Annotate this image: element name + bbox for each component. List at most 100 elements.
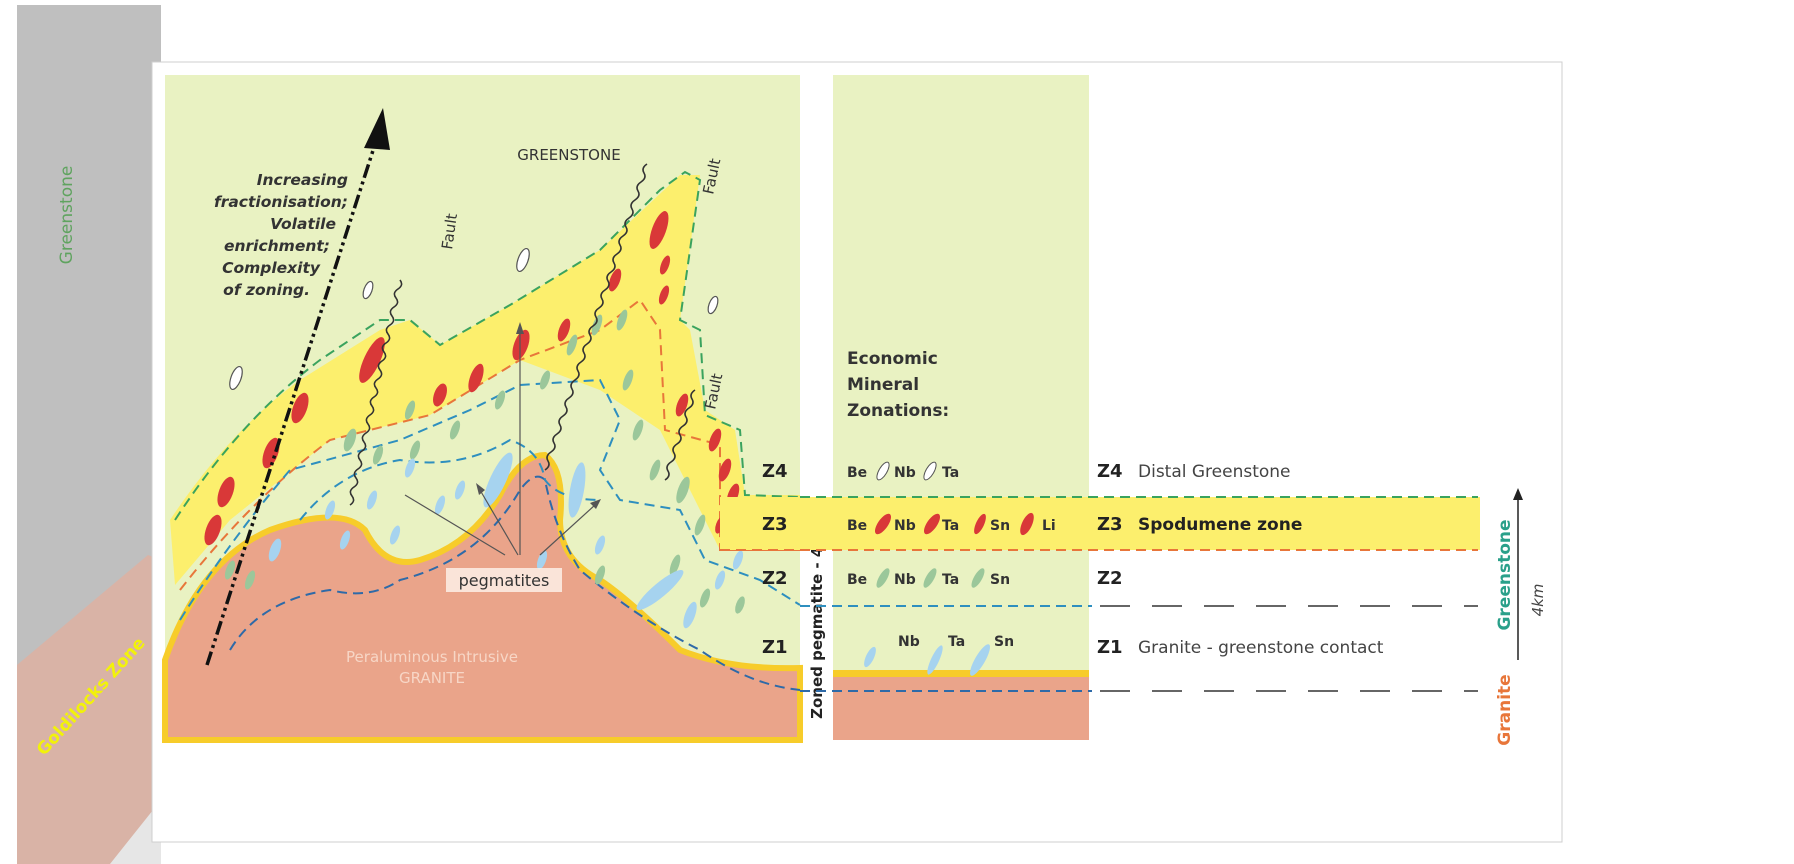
red-pegmatite	[708, 428, 722, 452]
red-pegmatite	[291, 392, 309, 424]
blue-pegmatite	[324, 500, 336, 520]
blue-pegmatite	[389, 525, 401, 545]
pointer-line	[479, 489, 519, 556]
fault-label-1: Fault	[438, 212, 461, 250]
fractionation-text-line: enrichment;	[224, 237, 330, 255]
mineral-label: Sn	[994, 634, 1014, 650]
granite-label-line1: Peraluminous Intrusive	[346, 648, 518, 666]
white-pegmatite	[229, 365, 243, 391]
pegmatites-label-bg	[446, 568, 562, 592]
blue-pegmatite	[483, 452, 513, 508]
mineral-label: Be	[847, 572, 867, 588]
red-pegmatite	[262, 437, 280, 469]
cross-section-panel: Fault Fault Fault Increasing fractionisa…	[162, 75, 803, 743]
green-pegmatite	[244, 570, 256, 590]
zonation-granite-bg	[833, 677, 1089, 740]
zonation-granite-edge	[833, 670, 1089, 677]
side-column-greenstone-label: Greenstone	[57, 166, 77, 265]
zone-code-right-z2: Z2	[1097, 568, 1123, 589]
red-pegmatite	[718, 458, 732, 482]
zone-code-left-z2: Z2	[762, 568, 788, 589]
green-pegmatite	[649, 459, 661, 481]
blue-pegmatite	[339, 530, 351, 550]
blue-pegmatite	[536, 550, 548, 570]
green-pegmatite	[494, 390, 506, 410]
side-column: Greenstone Goldilocks Zone	[17, 5, 161, 864]
red-pegmatite	[658, 285, 670, 305]
mineral-glyph	[923, 461, 937, 481]
mineral-glyph	[927, 645, 943, 675]
blue-pegmatite	[366, 490, 378, 510]
greenstone-region-label: GREENSTONE	[517, 146, 620, 164]
axis-greenstone-label: Greenstone	[1495, 519, 1515, 630]
blue-pegmatite	[594, 535, 606, 555]
fault-line-2	[544, 163, 648, 471]
faults	[349, 163, 696, 506]
boundary-blue-dash-lower	[229, 475, 801, 691]
pointer-head	[476, 483, 485, 495]
green-pegmatite	[409, 440, 421, 460]
zonation-heading-line: Mineral	[847, 375, 919, 395]
blue-pegmatite	[714, 570, 726, 590]
green-pegmatite	[449, 420, 461, 440]
pointer-line	[539, 504, 596, 556]
blue-pegmatite	[454, 480, 466, 500]
yellow-zone-band	[170, 175, 800, 585]
mineral-glyph	[971, 568, 985, 588]
green-pegmatite	[343, 428, 357, 452]
pointer-line	[404, 494, 506, 556]
mineral-label: Ta	[942, 465, 959, 481]
pointer-head	[590, 499, 601, 509]
green-pegmatite	[566, 334, 578, 356]
right-axis: 4km Greenstone Granite	[1495, 488, 1547, 746]
boundary-blue-dash-upper	[179, 378, 801, 621]
red-pegmatite	[512, 329, 530, 361]
red-pegmatite	[675, 393, 689, 417]
green-pegmatite	[735, 596, 745, 614]
zone-code-right-z4: Z4	[1097, 461, 1123, 482]
zonation-heading-line: Zonations:	[847, 401, 949, 421]
blue-pegmatite	[568, 462, 586, 518]
granite-body	[162, 451, 803, 743]
boundary-green-dash	[174, 170, 801, 521]
red-pegmatite	[359, 337, 385, 383]
z4-minerals: Be Nb Ta	[847, 461, 959, 481]
white-pegmatite	[707, 295, 719, 315]
zone-description-z4: Distal Greenstone	[1138, 462, 1291, 482]
red-pegmatite	[608, 268, 622, 292]
zone-description-z1: Granite - greenstone contact	[1138, 638, 1384, 658]
mineral-glyph	[974, 513, 986, 535]
green-pegmatites	[224, 309, 745, 614]
red-pegmatite	[217, 476, 235, 508]
mineral-glyph	[923, 568, 937, 588]
blue-pegmatite	[404, 458, 416, 478]
mineral-glyph	[864, 646, 876, 668]
blue-pegmatite	[434, 495, 446, 515]
mineral-label: Li	[1042, 518, 1056, 534]
red-pegmatites	[204, 211, 740, 546]
mineral-glyph	[1020, 512, 1034, 536]
green-pegmatite	[632, 419, 644, 441]
z2-minerals: Be Nb Ta Sn	[847, 568, 1010, 588]
blue-pegmatite	[636, 569, 684, 611]
red-pegmatite	[468, 363, 484, 393]
boundary-orange-dash	[179, 298, 800, 591]
boundary-blue-dash-inner	[299, 438, 601, 521]
blue-pegmatite	[268, 538, 282, 562]
red-pegmatite	[433, 383, 447, 407]
mineral-glyph	[874, 513, 892, 535]
scale-label: 4km	[1529, 584, 1547, 617]
green-pegmatite	[669, 554, 681, 576]
pegmatite-pointers	[404, 330, 596, 556]
green-pegmatite	[594, 565, 606, 585]
blue-pegmatite	[732, 550, 744, 570]
fractionation-text-line: of zoning.	[223, 281, 310, 299]
spodumene-band-col-fill	[833, 497, 1089, 550]
mineral-label: Be	[847, 465, 867, 481]
pegmatite-pointer-heads	[476, 322, 601, 509]
mineral-label: Ta	[942, 518, 959, 534]
zone-descriptions: Z4 Distal Greenstone Z3 Spodumene zone Z…	[1097, 461, 1384, 658]
green-pegmatite	[404, 400, 416, 420]
mineral-label: Nb	[894, 518, 916, 534]
green-pegmatite	[372, 445, 384, 465]
